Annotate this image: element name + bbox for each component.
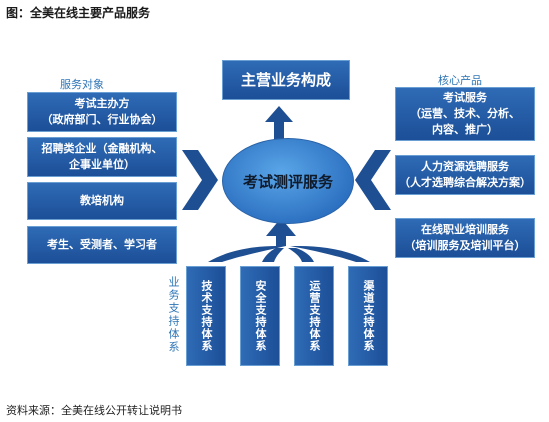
core-product-exam-services: 考试服务 （运营、技术、分析、 内容、推广） (395, 87, 535, 141)
service-targets-label: 服务对象 (60, 78, 104, 91)
main-business-box: 主营业务构成 (222, 60, 350, 100)
support-system-label: 业务支持体系 (167, 276, 180, 354)
support-fan-left-inner (262, 248, 284, 262)
support-security: 安全支持体系 (240, 266, 280, 366)
support-fan-right-inner (288, 248, 314, 262)
box-line: （政府部门、行业协会） (41, 113, 163, 126)
box-line: 考试主办方 (74, 97, 130, 110)
service-target-learners: 考生、受测者、学习者 (27, 226, 177, 264)
box-line: （运营、技术、分析、 (410, 107, 520, 120)
box-line: 在线职业培训服务 (421, 223, 509, 236)
support-security-text: 安全支持体系 (254, 280, 267, 352)
box-line: 教培机构 (80, 194, 124, 207)
source-note: 资料来源：全美在线公开转让说明书 (6, 404, 182, 417)
support-fan-left-outer (208, 246, 286, 262)
arrow-up-from-support (266, 218, 296, 246)
support-channels-text: 渠道支持体系 (362, 280, 375, 352)
box-line: （培训服务及培训平台） (404, 239, 526, 252)
box-line: 考试服务 (443, 91, 487, 104)
service-target-recruiters: 招聘类企业（金融机构、 企事业单位） (27, 137, 177, 177)
arrow-from-service-targets (182, 150, 218, 210)
support-channels: 渠道支持体系 (348, 266, 388, 366)
support-operations-text: 运营支持体系 (308, 280, 321, 352)
support-operations: 运营支持体系 (294, 266, 334, 366)
box-line: 企事业单位） (69, 158, 135, 171)
core-service-text: 考试测评服务 (242, 172, 333, 191)
main-business-text: 主营业务构成 (240, 71, 331, 89)
box-line: 招聘类企业（金融机构、 (41, 142, 163, 155)
arrow-from-core-products (355, 150, 391, 210)
service-target-training-institutions: 教培机构 (27, 182, 177, 220)
box-line: 考生、受测者、学习者 (47, 238, 157, 251)
arrow-up-to-main-business (265, 106, 293, 140)
box-line: 内容、推广） (432, 123, 498, 136)
support-technology: 技术支持体系 (186, 266, 226, 366)
support-fan-right-outer (290, 246, 370, 262)
support-technology-text: 技术支持体系 (200, 280, 213, 352)
core-service-ellipse: 考试测评服务 (222, 138, 354, 224)
core-products-label: 核心产品 (438, 74, 482, 87)
core-product-online-training: 在线职业培训服务 （培训服务及培训平台） (395, 218, 535, 258)
box-line: 人力资源选聘服务 (421, 160, 509, 173)
service-target-exam-sponsors: 考试主办方 （政府部门、行业协会） (27, 92, 177, 132)
box-line: （人才选聘综合解决方案） (399, 176, 531, 189)
figure-title: 图：全美在线主要产品服务 (6, 6, 151, 20)
core-product-hr-selection: 人力资源选聘服务 （人才选聘综合解决方案） (395, 155, 535, 195)
